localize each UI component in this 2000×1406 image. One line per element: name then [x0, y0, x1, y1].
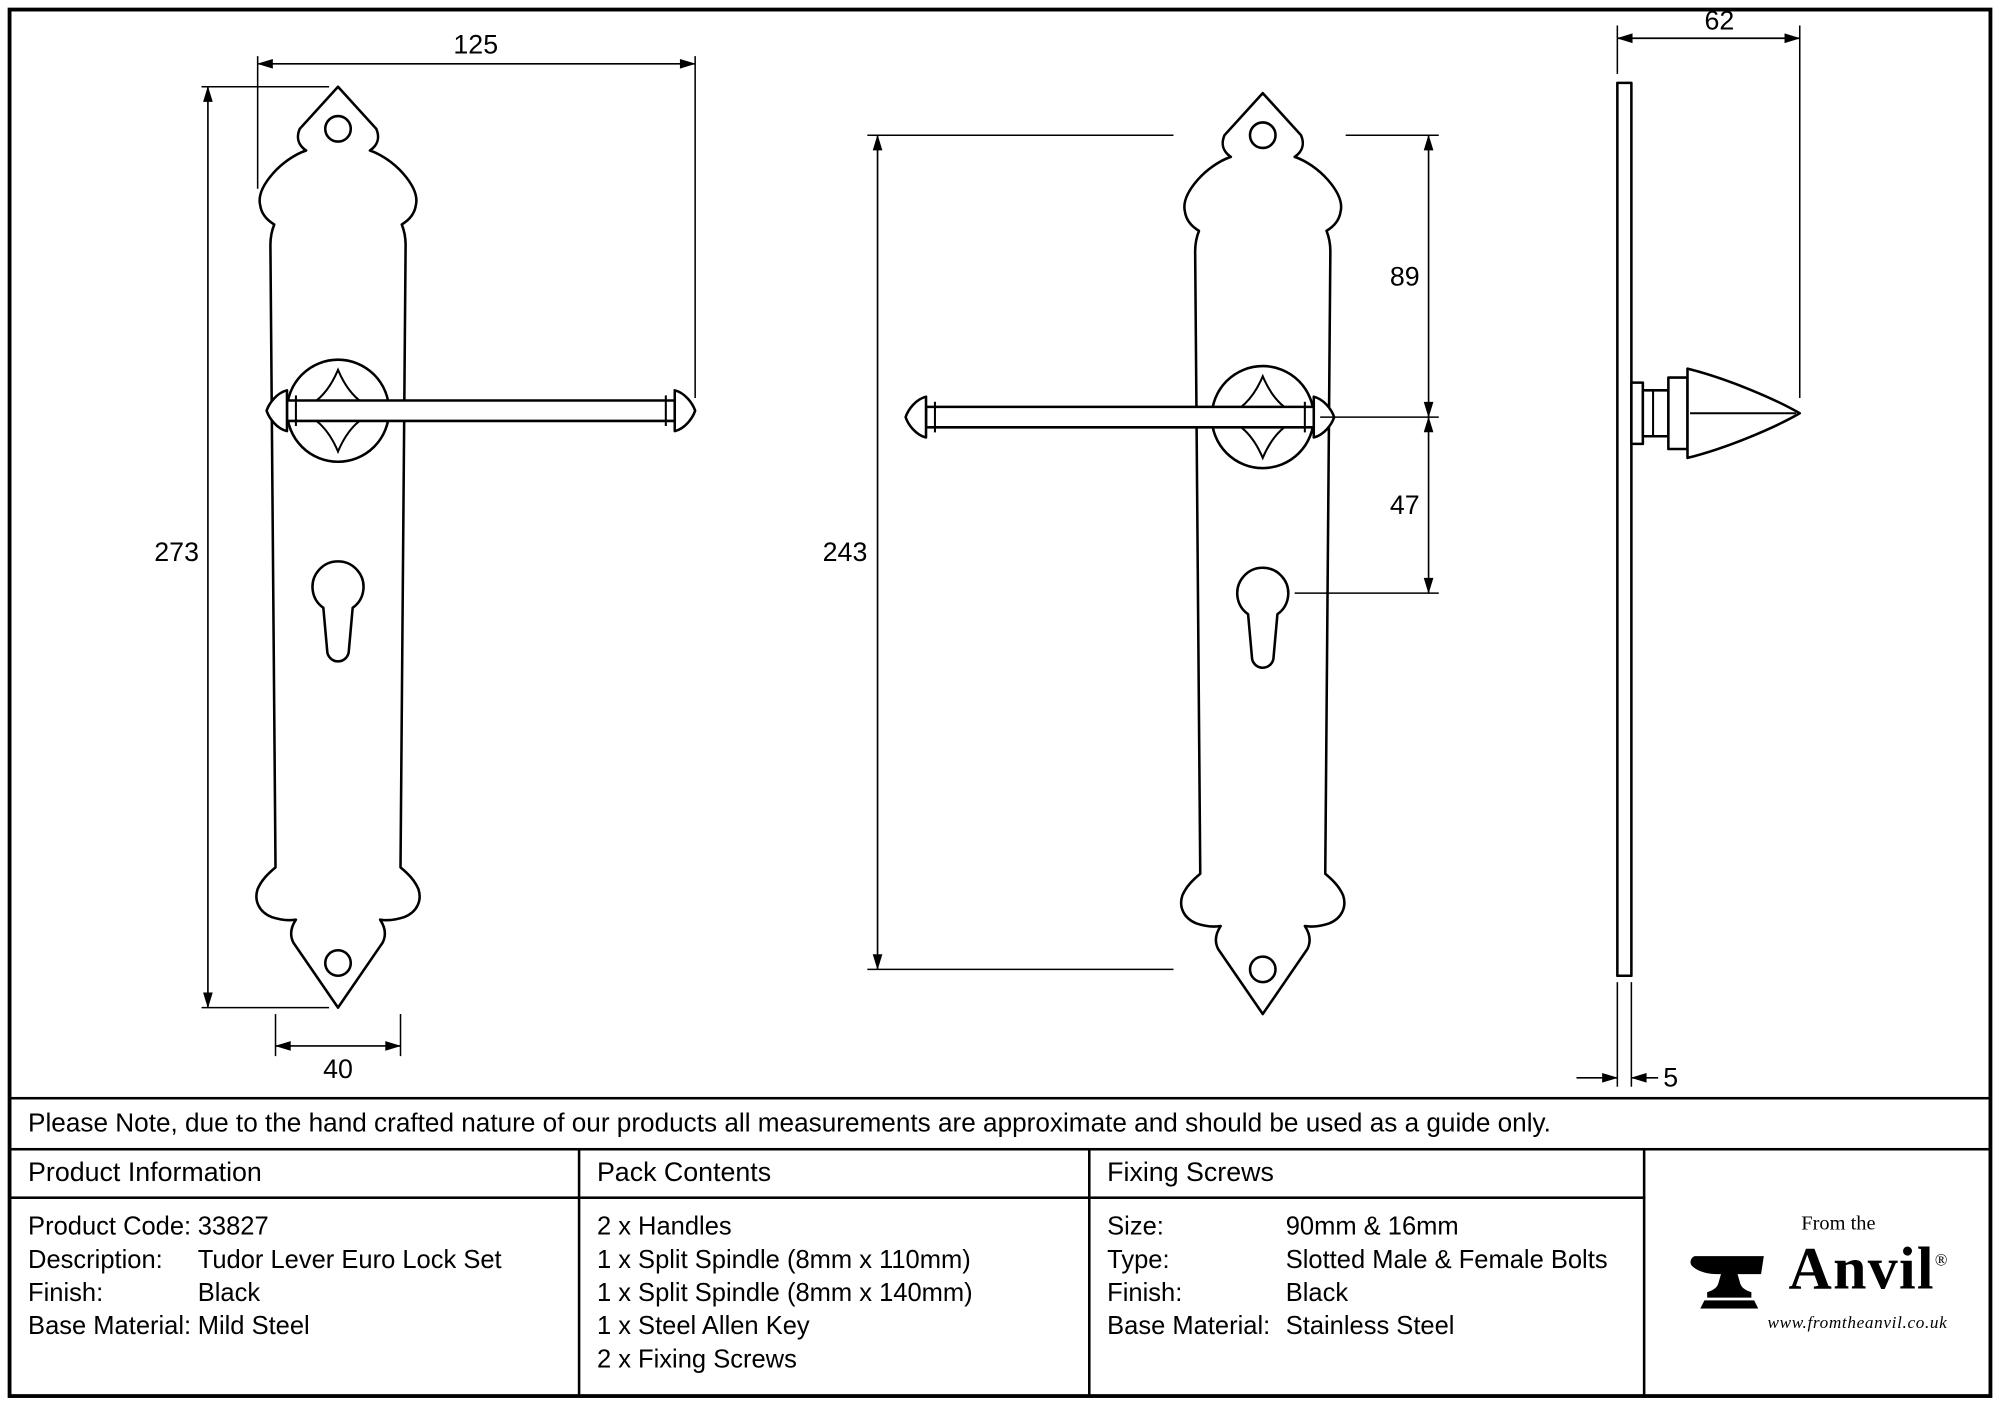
pack-item: 1 x Split Spindle (8mm x 140mm)	[596, 1279, 973, 1308]
anvil-icon	[1690, 1256, 1765, 1309]
dimension-label-projection: 62	[1704, 11, 1734, 35]
product-info-header-label: Product Information	[28, 1158, 262, 1188]
finish-row: Finish: Black	[28, 1277, 568, 1310]
screw-finish-row: Finish: Black	[1107, 1277, 1633, 1310]
dimension-label-top-to-lever: 89	[1390, 262, 1420, 292]
pack-item: 1 x Split Spindle (8mm x 110mm)	[596, 1246, 971, 1275]
logo-tagline: From the	[1801, 1213, 1876, 1235]
screw-finish-value: Black	[1285, 1279, 1349, 1308]
pack-contents-header: Pack Contents	[580, 1150, 1091, 1199]
base-material-row: Base Material:Mild Steel	[28, 1310, 568, 1343]
screw-material-row: Base Material: Stainless Steel	[1107, 1310, 1633, 1343]
side-view	[1616, 81, 1802, 978]
product-info-header: Product Information	[11, 1150, 581, 1199]
fixing-screws-header: Fixing Screws	[1090, 1150, 1646, 1199]
side-view-dimensions: 62 5	[1576, 11, 1801, 1093]
logo-cell: From the Anvil® www.fromtheanvil.co.uk	[1645, 1151, 1988, 1397]
screw-size-value: 90mm & 16mm	[1285, 1213, 1459, 1242]
screw-size-row: Size: 90mm & 16mm	[1107, 1210, 1633, 1243]
product-code-label: Product Code:	[28, 1213, 192, 1242]
finish-label: Finish:	[28, 1279, 104, 1308]
sheet-border: 125 273 40 243 89	[7, 7, 1993, 1398]
dimension-label-overall-width: 125	[453, 30, 498, 60]
finish-value: Black	[197, 1279, 261, 1308]
screw-material-value: Stainless Steel	[1285, 1312, 1455, 1341]
front-view-middle	[904, 91, 1346, 1016]
front-view-left-dimensions: 125 273 40	[154, 30, 696, 1084]
front-view-middle-dimensions: 243 89 47	[823, 134, 1439, 971]
product-code-value: 33827	[197, 1213, 269, 1242]
screw-type-value: Slotted Male & Female Bolts	[1285, 1246, 1608, 1275]
brand-logo: From the Anvil® www.fromtheanvil.co.uk	[1686, 1214, 1947, 1333]
pack-contents-header-label: Pack Contents	[596, 1158, 772, 1188]
screw-type-row: Type: Slotted Male & Female Bolts	[1107, 1244, 1633, 1277]
product-info-body: Product Code:33827 Description: Tudor Lev…	[11, 1198, 581, 1397]
info-table: Product Information Pack Contents Fixing…	[11, 1147, 1989, 1397]
logo-brand-name: Anvil	[1788, 1235, 1935, 1303]
dimension-label-plate-thickness: 5	[1663, 1063, 1678, 1093]
dimension-label-overall-height: 273	[154, 537, 199, 567]
description-row: Description: Tudor Lever Euro Lock Set	[28, 1244, 568, 1277]
dimension-label-plate-width: 40	[323, 1054, 353, 1084]
screw-size-label: Size:	[1107, 1213, 1164, 1242]
base-material-label: Base Material:	[28, 1312, 192, 1341]
fixing-screws-body: Size: 90mm & 16mm Type: Slotted Male & Fem…	[1091, 1198, 1646, 1397]
base-material-value: Mild Steel	[197, 1312, 310, 1341]
front-view-left	[255, 85, 697, 1009]
dimension-label-lever-to-keyhole: 47	[1390, 490, 1420, 520]
registered-mark: ®	[1934, 1249, 1948, 1270]
technical-drawing: 125 273 40 243 89	[154, 11, 1802, 1093]
description-label: Description:	[28, 1246, 163, 1275]
pack-item: 2 x Fixing Screws	[596, 1345, 797, 1374]
note-text: Please Note, due to the hand crafted nat…	[28, 1108, 1551, 1138]
logo-website: www.fromtheanvil.co.uk	[1767, 1312, 1948, 1332]
note-bar: Please Note, due to the hand crafted nat…	[11, 1096, 1989, 1148]
pack-contents-body: 2 x Handles 1 x Split Spindle (8mm x 110…	[580, 1198, 1091, 1397]
product-code-row: Product Code:33827	[28, 1210, 568, 1243]
pack-item: 2 x Handles	[596, 1213, 732, 1242]
screw-finish-label: Finish:	[1107, 1279, 1183, 1308]
description-value: Tudor Lever Euro Lock Set	[197, 1246, 502, 1275]
screw-material-label: Base Material:	[1107, 1312, 1271, 1341]
screw-type-label: Type:	[1107, 1246, 1170, 1275]
fixing-screws-header-label: Fixing Screws	[1107, 1158, 1274, 1188]
dimension-label-fixing-centres: 243	[823, 537, 868, 567]
pack-item: 1 x Steel Allen Key	[596, 1312, 810, 1341]
